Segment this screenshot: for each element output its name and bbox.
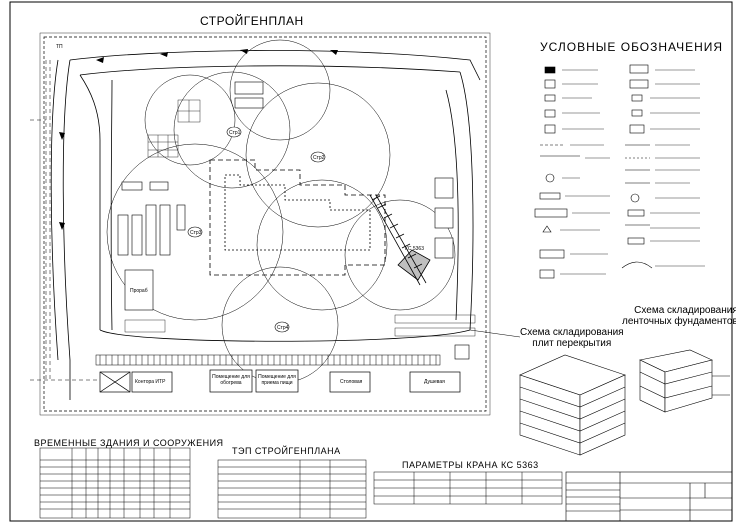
tp-label: ТП: [56, 44, 63, 50]
scheme-leader: [469, 329, 521, 338]
crane-params-title: ПАРАМЕТРЫ КРАНА КС 5363: [402, 460, 539, 470]
title-block: [565, 471, 733, 522]
zone-label-marks: [187, 126, 326, 333]
zone-label-3: Стр3: [190, 230, 202, 236]
building-label-dining: Помещение для приема пищи: [258, 374, 296, 386]
crane-label: КС 5363: [405, 246, 424, 252]
temp-buildings-table: [39, 447, 191, 519]
building-label-canteen: Столовая: [340, 379, 363, 385]
storage-areas: [117, 81, 470, 360]
temporary-road: [50, 50, 481, 400]
storage-strip: [95, 354, 441, 366]
slab-scheme-title: Схема складирования плит перекрытия: [520, 327, 624, 349]
building-outline: [209, 159, 386, 276]
building-label-shower: Душевая: [424, 379, 445, 385]
slab-scheme-line-1: Схема складирования: [520, 327, 624, 338]
strip-scheme-line-2: ленточных фундаментов: [622, 316, 736, 327]
zone-label-2: Стр2: [313, 155, 325, 161]
crane-params-table: [373, 471, 563, 505]
legend-text-lines: [560, 69, 705, 275]
zone-label-1: Стр1: [229, 130, 241, 136]
material-stacks: [124, 99, 476, 337]
tep-table: [217, 459, 367, 519]
temp-buildings-title: ВРЕМЕННЫЕ ЗДАНИЯ И СООРУЖЕНИЯ: [34, 438, 224, 448]
temporary-buildings-row: [99, 369, 461, 393]
tower-crane: [369, 194, 431, 286]
strip-scheme-line-1: Схема складирования: [634, 305, 736, 316]
site-fence: [39, 32, 491, 416]
utility-lines: [30, 60, 100, 381]
crane-reach-zones: [106, 39, 456, 384]
strip-foundation-scheme-title: Схема складирования ленточных фундаменто…: [622, 305, 736, 327]
site-cabin-label: Прораб: [130, 288, 148, 294]
road-arrows: [59, 49, 338, 230]
building-label-heating: Помещение для обогрева: [212, 374, 250, 386]
zone-label-4: Стр4: [277, 325, 289, 331]
slab-stack-sketch: [519, 349, 730, 456]
legend-title: УСЛОВНЫЕ ОБОЗНАЧЕНИЯ: [540, 40, 724, 54]
tep-title: ТЭП СТРОЙГЕНПЛАНА: [232, 446, 341, 456]
slab-scheme-line-2: плит перекрытия: [532, 338, 612, 349]
building-label-office: Контора ИТР: [135, 379, 166, 385]
legend-symbols: [534, 64, 653, 279]
site-plan-title: СТРОЙГЕНПЛАН: [200, 14, 304, 28]
sheet-frame: [9, 1, 733, 522]
